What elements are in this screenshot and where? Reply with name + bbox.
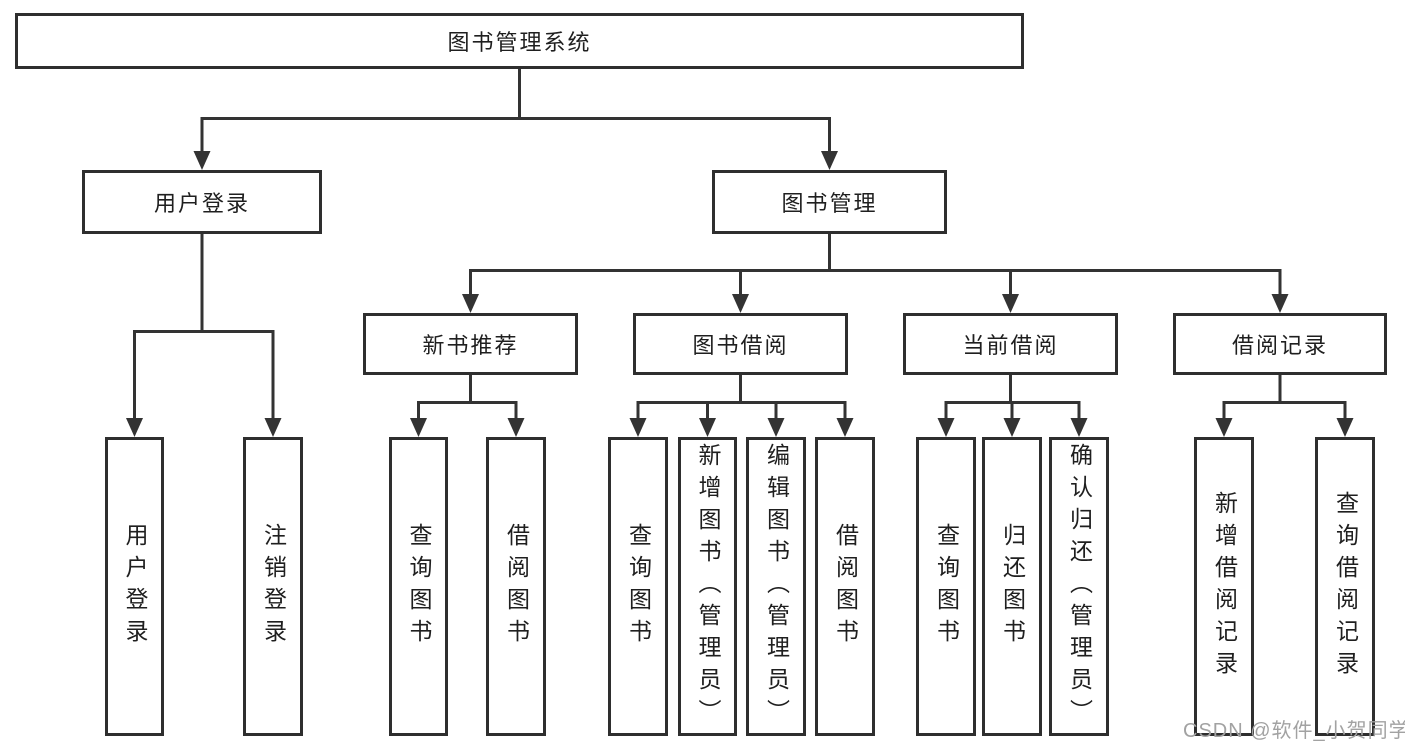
node-leaf-borrow-book-2-label: 借阅图书 <box>832 522 859 651</box>
node-current-borrow: 当前借阅 <box>903 313 1118 375</box>
arrow-down-icon <box>1003 418 1021 437</box>
node-leaf-logout-label: 注销登录 <box>260 522 287 651</box>
node-leaf-query-book-1: 查询图书 <box>389 437 448 736</box>
node-root-label: 图书管理系统 <box>447 30 592 55</box>
node-root: 图书管理系统 <box>15 13 1024 69</box>
node-new-book-recommend-label: 新书推荐 <box>422 333 519 358</box>
node-leaf-return-book-label: 归还图书 <box>999 522 1026 651</box>
node-book-management: 图书管理 <box>712 170 947 234</box>
arrow-down-icon <box>193 151 211 170</box>
node-new-book-recommend: 新书推荐 <box>363 313 578 375</box>
arrow-down-icon <box>507 418 525 437</box>
node-leaf-return-book: 归还图书 <box>982 437 1042 736</box>
node-leaf-query-borrow-record: 查询借阅记录 <box>1315 437 1375 736</box>
node-book-borrow-label: 图书借阅 <box>692 333 789 358</box>
arrow-down-icon <box>1070 418 1088 437</box>
node-leaf-borrow-book-1: 借阅图书 <box>486 437 546 736</box>
connector-new-book-children <box>417 375 518 419</box>
node-leaf-query-book-3-label: 查询图书 <box>933 522 960 651</box>
node-leaf-query-book-3: 查询图书 <box>916 437 976 736</box>
arrow-down-icon <box>1215 418 1233 437</box>
node-leaf-logout: 注销登录 <box>243 437 303 736</box>
node-leaf-query-book-2-label: 查询图书 <box>625 522 652 651</box>
arrow-down-icon <box>410 418 427 437</box>
arrow-down-icon <box>1002 294 1019 313</box>
arrow-down-icon <box>732 294 749 313</box>
node-leaf-edit-book: 编辑图书（管理员） <box>746 437 806 736</box>
csdn-watermark: CSDN @软件_小贺同学 <box>1183 720 1405 742</box>
arrow-down-icon <box>699 418 716 437</box>
node-leaf-add-borrow-record: 新增借阅记录 <box>1194 437 1254 736</box>
connector-book-management-children <box>469 234 1282 295</box>
node-leaf-confirm-return: 确认归还（管理员） <box>1049 437 1109 736</box>
connector-borrow-record-children <box>1222 375 1347 419</box>
connector-user-login-children <box>133 234 275 419</box>
arrow-down-icon <box>836 418 854 437</box>
connector-book-borrow-children <box>636 375 847 419</box>
node-leaf-query-book-1-label: 查询图书 <box>406 522 432 651</box>
node-book-management-label: 图书管理 <box>781 191 878 216</box>
arrow-down-icon <box>126 418 143 437</box>
arrow-down-icon <box>629 418 647 437</box>
node-leaf-user-login: 用户登录 <box>105 437 164 736</box>
arrow-down-icon <box>264 418 282 437</box>
arrow-down-icon <box>937 418 955 437</box>
node-borrow-record-label: 借阅记录 <box>1231 333 1328 358</box>
node-user-login: 用户登录 <box>82 170 322 234</box>
arrow-down-icon <box>1271 294 1289 313</box>
connector-current-borrow-children <box>944 375 1081 419</box>
node-borrow-record: 借阅记录 <box>1173 313 1387 375</box>
node-leaf-confirm-return-label: 确认归还（管理员） <box>1066 442 1093 731</box>
node-leaf-query-borrow-record-label: 查询借阅记录 <box>1332 490 1359 683</box>
arrow-down-icon <box>1336 418 1354 437</box>
arrow-down-icon <box>767 418 785 437</box>
node-leaf-borrow-book-2: 借阅图书 <box>815 437 875 736</box>
node-leaf-add-borrow-record-label: 新增借阅记录 <box>1211 490 1238 683</box>
node-leaf-add-book-label: 新增图书（管理员） <box>695 442 721 731</box>
node-leaf-user-login-label: 用户登录 <box>122 522 148 651</box>
node-user-login-label: 用户登录 <box>153 191 250 216</box>
node-leaf-query-book-2: 查询图书 <box>608 437 668 736</box>
arrow-down-icon <box>462 294 479 313</box>
arrow-down-icon <box>821 151 838 170</box>
node-leaf-borrow-book-1-label: 借阅图书 <box>503 522 530 651</box>
node-leaf-edit-book-label: 编辑图书（管理员） <box>763 442 790 731</box>
node-leaf-add-book: 新增图书（管理员） <box>678 437 737 736</box>
connector-root-to-level2 <box>200 68 831 152</box>
node-book-borrow: 图书借阅 <box>633 313 848 375</box>
node-current-borrow-label: 当前借阅 <box>962 333 1059 358</box>
